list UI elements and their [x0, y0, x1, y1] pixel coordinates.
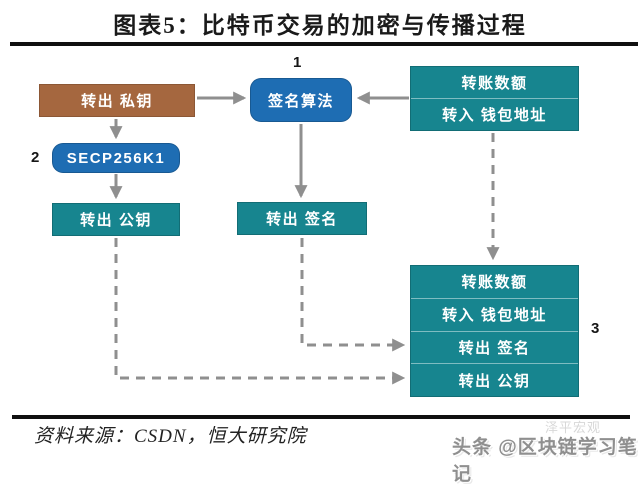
page: { "header": { "title": "图表5：比特币交易的加密与传播过… — [10, 13, 638, 485]
source-note: 资料来源：CSDN，恒大研究院 — [34, 426, 307, 447]
node-sign-algorithm: 签名算法 — [250, 78, 352, 122]
node-signature: 转出 签名 — [237, 202, 367, 235]
figure-title: 图表5：比特币交易的加密与传播过程 — [113, 13, 527, 38]
step-label-3: 3 — [591, 320, 600, 337]
node-secp256k1: SECP256K1 — [52, 143, 180, 173]
node-transaction-data: 转账数额 转入 钱包地址 — [410, 66, 579, 131]
step-label-2: 2 — [31, 149, 40, 166]
step-label-1: 1 — [293, 54, 302, 71]
node-private-key: 转出 私钥 — [39, 84, 195, 117]
fulltx-row-recipient-address: 转入 钱包地址 — [411, 297, 578, 331]
tx-row-amount: 转账数额 — [461, 75, 528, 92]
title-divider-line — [10, 42, 638, 46]
fulltx-row-signature: 转出 签名 — [411, 330, 578, 364]
fulltx-row-amount: 转账数额 — [461, 274, 528, 292]
node-public-key: 转出 公钥 — [52, 203, 180, 236]
tx-row-recipient-address: 转入 钱包地址 — [411, 98, 578, 130]
fulltx-row-public-key: 转出 公钥 — [411, 363, 578, 396]
faint-watermark: 泽平宏观 — [545, 420, 602, 435]
footer-divider-line — [12, 415, 630, 419]
toutiao-watermark: 头条 @区块链学习笔记 — [452, 437, 638, 485]
node-full-transaction: 转账数额 转入 钱包地址 转出 签名 转出 公钥 — [410, 265, 579, 397]
